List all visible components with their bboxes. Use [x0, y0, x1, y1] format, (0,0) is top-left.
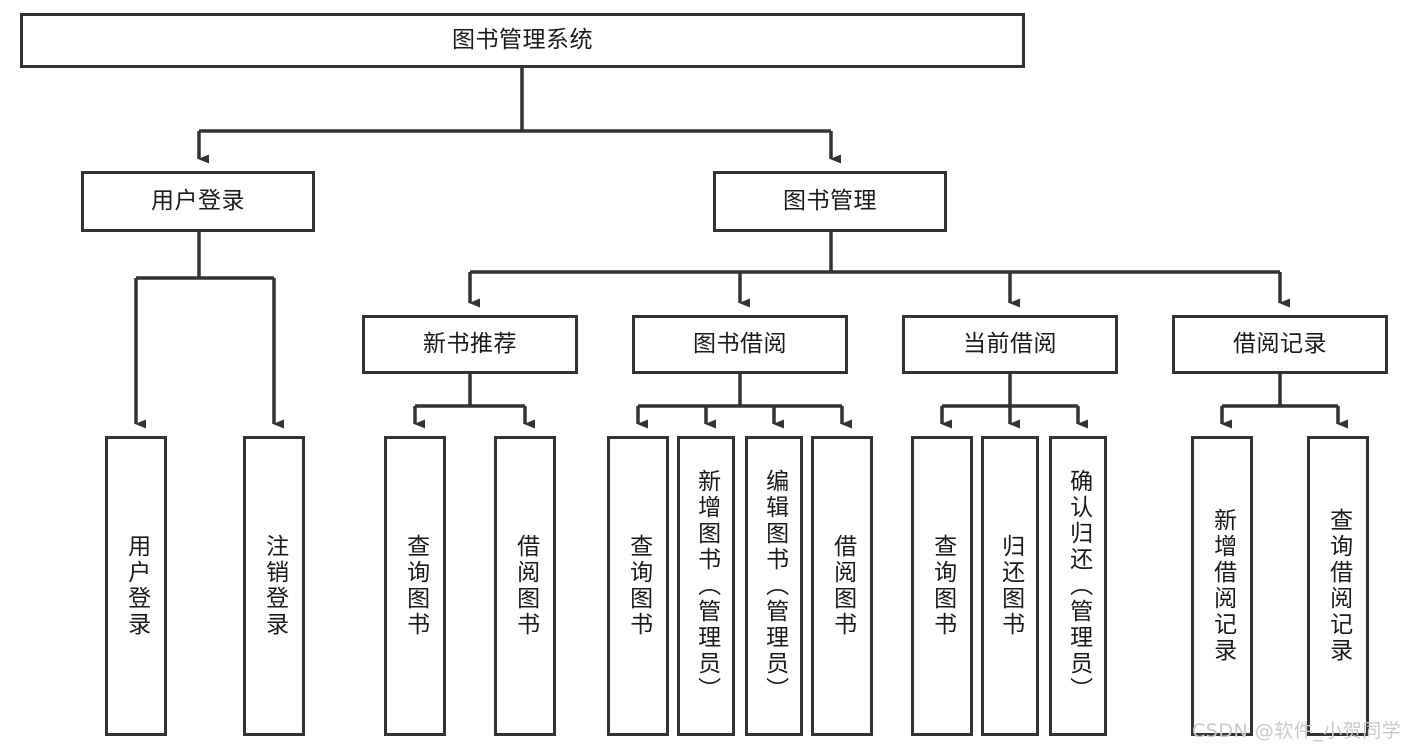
leaf-record-query-record[interactable]: 查询借阅记录	[1307, 436, 1369, 736]
node-book-borrow[interactable]: 图书借阅	[632, 315, 848, 374]
node-label: 注销登录	[261, 534, 288, 638]
node-label: 借阅图书	[829, 534, 856, 638]
node-label: 图书管理	[783, 187, 877, 214]
leaf-user-login-login[interactable]: 用户登录	[105, 436, 167, 736]
leaf-current-confirm-return-admin[interactable]: 确认归还（管理员）	[1049, 436, 1107, 736]
node-book-management[interactable]: 图书管理	[713, 171, 947, 232]
node-label: 查询借阅记录	[1325, 508, 1352, 664]
leaf-borrow-borrow-book[interactable]: 借阅图书	[811, 436, 873, 736]
node-root-book-management-system[interactable]: 图书管理系统	[20, 13, 1025, 68]
node-label: 用户登录	[123, 534, 150, 638]
leaf-new-book-query[interactable]: 查询图书	[384, 436, 446, 736]
leaf-new-book-borrow[interactable]: 借阅图书	[494, 436, 556, 736]
leaf-current-query[interactable]: 查询图书	[911, 436, 973, 736]
node-label: 编辑图书（管理员）	[761, 469, 788, 703]
node-label: 确认归还（管理员）	[1065, 469, 1092, 703]
leaf-current-return-book[interactable]: 归还图书	[981, 436, 1039, 736]
node-label: 新书推荐	[423, 330, 517, 357]
node-label: 当前借阅	[963, 330, 1057, 357]
leaf-borrow-query[interactable]: 查询图书	[607, 436, 669, 736]
node-label: 图书借阅	[693, 330, 787, 357]
node-label: 查询图书	[625, 534, 652, 638]
node-label: 新增借阅记录	[1209, 508, 1236, 664]
leaf-borrow-edit-book-admin[interactable]: 编辑图书（管理员）	[745, 436, 803, 736]
csdn-watermark: CSDN @软件_小贺同学	[1192, 720, 1402, 742]
node-label: 图书管理系统	[452, 26, 593, 53]
leaf-record-add-record[interactable]: 新增借阅记录	[1191, 436, 1253, 736]
node-label: 查询图书	[929, 534, 956, 638]
node-label: 借阅图书	[512, 534, 539, 638]
node-label: 用户登录	[151, 187, 245, 214]
node-label: 归还图书	[997, 534, 1024, 638]
node-new-book-recommend[interactable]: 新书推荐	[362, 315, 578, 374]
node-label: 查询图书	[402, 534, 429, 638]
node-borrow-record[interactable]: 借阅记录	[1172, 315, 1388, 374]
node-user-login[interactable]: 用户登录	[81, 171, 315, 232]
leaf-borrow-add-book-admin[interactable]: 新增图书（管理员）	[677, 436, 735, 736]
node-label: 新增图书（管理员）	[693, 469, 720, 703]
node-label: 借阅记录	[1233, 330, 1327, 357]
leaf-user-login-logout[interactable]: 注销登录	[243, 436, 305, 736]
node-current-borrow[interactable]: 当前借阅	[902, 315, 1118, 374]
